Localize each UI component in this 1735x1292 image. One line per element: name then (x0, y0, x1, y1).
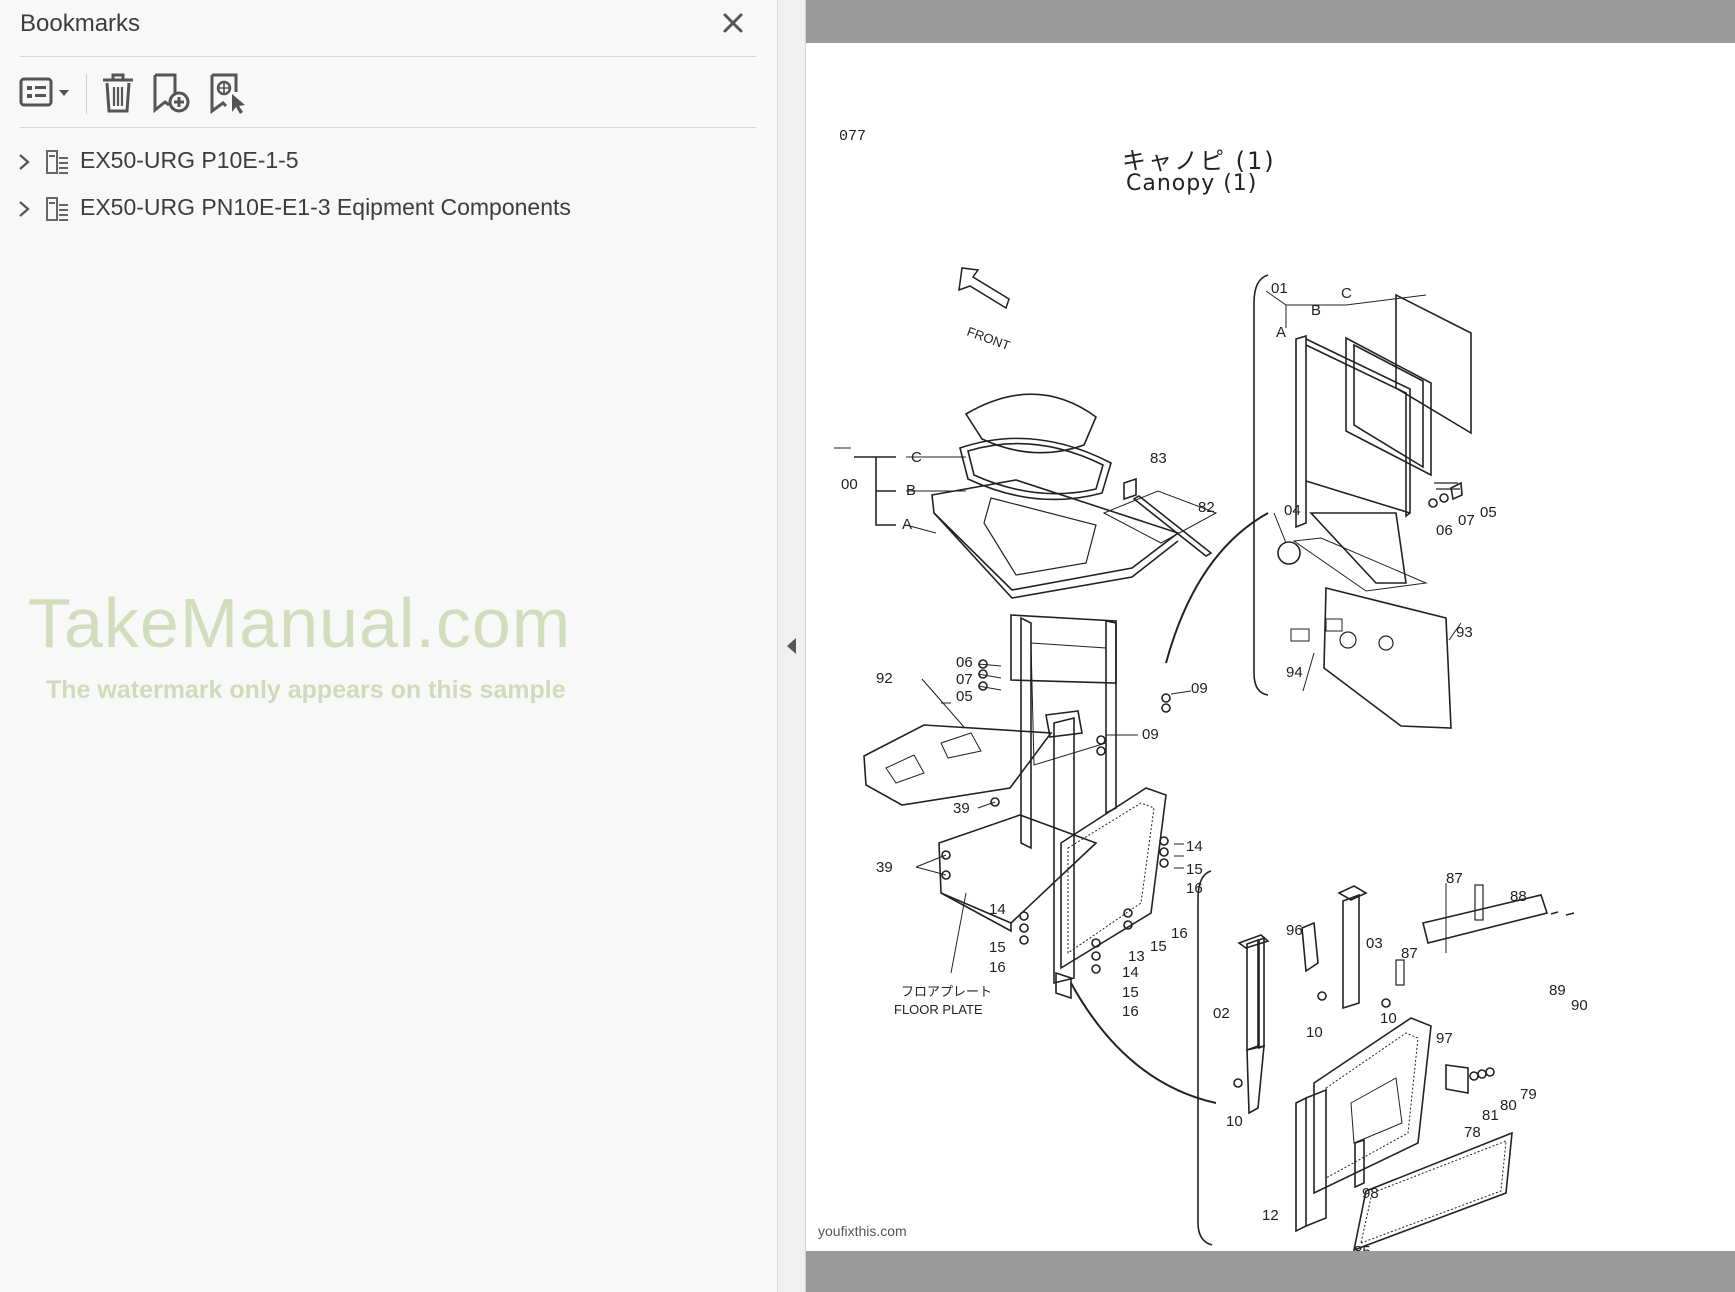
callout-label: 87 (1446, 870, 1463, 887)
callout-label: 94 (1286, 664, 1303, 681)
callout-label: 10 (1226, 1113, 1243, 1130)
delete-bookmark-icon[interactable] (98, 70, 138, 116)
callout-label: 14 (989, 901, 1006, 918)
callout-label: 98 (1362, 1185, 1379, 1202)
callout-label: 16 (989, 959, 1006, 976)
callout-label: 90 (1571, 997, 1588, 1014)
callout-label: 06 (1436, 522, 1453, 539)
toolbar-divider (86, 74, 87, 114)
callout-label: C (1341, 285, 1352, 302)
close-icon[interactable] (718, 8, 748, 38)
panel-splitter[interactable] (777, 0, 806, 1292)
callout-label: 09 (1191, 680, 1208, 697)
callout-label: 02 (1213, 1005, 1230, 1022)
callout-label: 09 (1142, 726, 1159, 743)
bookmark-from-selection-icon[interactable] (206, 70, 250, 116)
callout-label: A (1276, 324, 1286, 341)
callout-label: 15 (1150, 938, 1167, 955)
options-menu-icon[interactable] (18, 70, 74, 116)
callout-label: 06 (956, 654, 973, 671)
callout-label: 87 (1401, 945, 1418, 962)
callout-label: 80 (1500, 1097, 1517, 1114)
callout-label: 15 (1122, 984, 1139, 1001)
callout-label: 01 (1271, 280, 1288, 297)
callout-label: 16 (1186, 880, 1203, 897)
callout-label: 83 (1150, 450, 1167, 467)
bookmark-document-icon (46, 197, 68, 221)
callout-label: 15 (1186, 861, 1203, 878)
callout-label: C (911, 449, 922, 466)
front-arrow-label: FRONT (965, 324, 1012, 353)
chevron-right-icon[interactable] (14, 199, 34, 219)
chevron-right-icon[interactable] (14, 152, 34, 172)
callout-label: 05 (956, 688, 973, 705)
toolbar-divider-bottom (20, 127, 756, 128)
callout-label: 07 (956, 671, 973, 688)
document-viewer[interactable]: 077 キャノピ (1) Canopy (1) (806, 0, 1735, 1292)
callout-label: 05 (1480, 504, 1497, 521)
callout-label: 92 (876, 670, 893, 687)
callout-label: 15 (989, 939, 1006, 956)
callout-label: B (906, 482, 916, 499)
callout-label: 85 (1354, 1243, 1371, 1251)
callout-label: 88 (1510, 888, 1527, 905)
floor-plate-label-japanese: フロアプレート (901, 984, 992, 999)
bookmark-document-icon (46, 150, 68, 174)
callout-label: 79 (1520, 1086, 1537, 1103)
bookmark-item[interactable]: EX50-URG PN10E-E1-3 Eqipment Components (10, 190, 750, 228)
bookmark-item[interactable]: EX50-URG P10E-1-5 (10, 143, 750, 181)
callout-label: 93 (1456, 624, 1473, 641)
page-number: 077 (839, 128, 867, 145)
callout-label: B (1311, 302, 1321, 319)
callout-label: 16 (1171, 925, 1188, 942)
callout-label: 39 (876, 859, 893, 876)
bookmarks-panel: Bookmarks (0, 0, 777, 1292)
callout-label: 03 (1366, 935, 1383, 952)
callout-label: 14 (1186, 838, 1203, 855)
floor-plate-label: FLOOR PLATE (894, 1002, 983, 1017)
collapse-panel-arrow-icon[interactable] (787, 638, 796, 654)
callout-label: 12 (1262, 1207, 1279, 1224)
pdf-page: 077 キャノピ (1) Canopy (1) (806, 43, 1735, 1251)
callout-label: 39 (953, 800, 970, 817)
add-bookmark-icon[interactable] (150, 70, 194, 116)
bookmarks-panel-title: Bookmarks (20, 10, 141, 37)
bookmark-label[interactable]: EX50-URG PN10E-E1-3 Eqipment Components (80, 194, 571, 220)
callout-label: 81 (1482, 1107, 1499, 1124)
callout-label: 13 (1128, 948, 1145, 965)
page-title: Canopy (1) (1126, 171, 1258, 196)
callout-label: 07 (1458, 512, 1475, 529)
callout-label: 16 (1122, 1003, 1139, 1020)
page-footer: youfixthis.com (818, 1223, 907, 1239)
panel-header-divider (20, 56, 756, 57)
callout-label: 78 (1464, 1124, 1481, 1141)
callout-label: A (902, 516, 912, 533)
watermark-subtext: The watermark only appears on this sampl… (46, 676, 566, 704)
callout-label: 04 (1284, 502, 1301, 519)
callout-label: 89 (1549, 982, 1566, 999)
callout-label: 10 (1380, 1010, 1397, 1027)
bookmark-label[interactable]: EX50-URG P10E-1-5 (80, 147, 299, 173)
parts-diagram: 00 C B A FRONT 83 82 01 C B A 04 05 07 0… (834, 267, 1588, 1251)
page-title-japanese: キャノピ (1) (1122, 147, 1276, 175)
callout-label: 97 (1436, 1030, 1453, 1047)
callout-label: 14 (1122, 964, 1139, 981)
callout-label: 10 (1306, 1024, 1323, 1041)
watermark-text: TakeManual.com (28, 584, 572, 662)
callout-label: 00 (841, 476, 858, 493)
callout-label: 96 (1286, 922, 1303, 939)
callout-label: 82 (1198, 499, 1215, 516)
